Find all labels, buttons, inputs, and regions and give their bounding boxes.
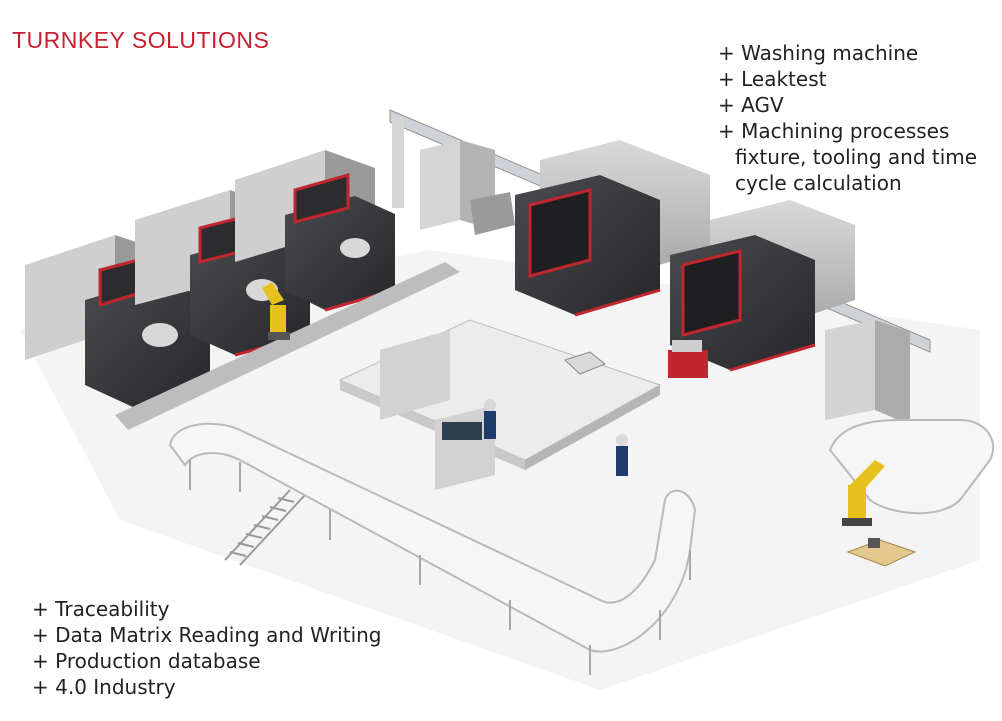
cnc-machine [25,235,211,410]
operator-platform [338,319,662,490]
feature-item-agv: + AGV [718,93,784,117]
page-title: TURNKEY SOLUTIONS [12,27,270,53]
robot-arm-left [262,282,290,340]
robot-rail [115,262,460,430]
agv-cart [668,340,708,378]
feature-item-industry-40: + 4.0 Industry [32,675,176,699]
feature-item-production-db: + Production database [32,649,261,673]
cnc-machine [515,140,710,317]
feature-item-data-matrix: + Data Matrix Reading and Writing [32,623,382,647]
staircase [224,489,306,566]
conveyor-loop-right [828,419,995,515]
feature-item-machining-line3: cycle calculation [735,171,902,195]
operator-figure [484,399,496,439]
gantry-post [392,118,404,208]
operator-figure [616,434,628,476]
cnc-machine [235,150,396,312]
cnc-machine-group-left [25,150,396,410]
features-list-top: + Washing machine + Leaktest + AGV + Mac… [718,40,977,196]
pallet [846,538,917,567]
cnc-machine [135,190,311,357]
feature-item-traceability: + Traceability [32,597,170,621]
agv-cart [564,351,606,375]
robot-arm-right [842,460,885,526]
leaktest-cabinet [825,320,910,425]
washing-machine [420,140,515,235]
feature-item-washing: + Washing machine [718,41,919,65]
feature-item-leaktest: + Leaktest [718,67,827,91]
features-list-bottom: + Traceability + Data Matrix Reading and… [32,596,382,700]
feature-item-machining: + Machining processes [718,119,950,143]
cnc-machine [670,200,855,372]
feature-item-machining-line2: fixture, tooling and time [735,145,978,169]
